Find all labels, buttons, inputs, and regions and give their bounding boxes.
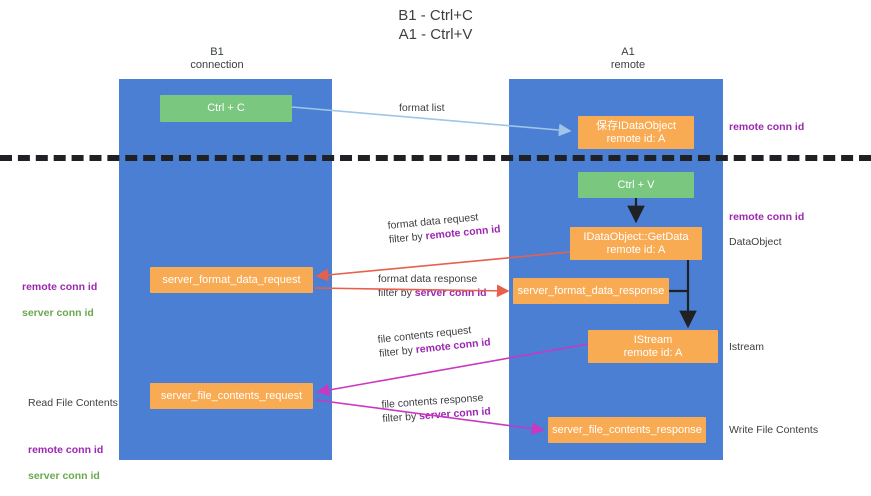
node-server-file-contents-request[interactable]: server_file_contents_request [150, 383, 313, 409]
annotation-read-file-contents: Read File Contents [28, 397, 118, 409]
edge-format-list [291, 106, 572, 137]
edge-file-contents-request [316, 343, 589, 397]
annotation-remote-conn-id-top: remote conn id [729, 121, 805, 133]
annotation-istream: Istream [729, 341, 765, 353]
column-header-b1: B1 connection [190, 46, 244, 71]
node-ctrl-c[interactable]: Ctrl + C [160, 95, 292, 122]
column-header-a1: A1 remote [610, 46, 646, 71]
edge-label-format-data-response-main: format data response [378, 273, 478, 285]
edge-label-format-list: format list [399, 101, 445, 115]
page-title: B1 - Ctrl+C A1 - Ctrl+V [398, 7, 473, 43]
annotation-left-conn-ids: remote conn id server conn id [22, 268, 97, 333]
node-idataobject-getdata[interactable]: IDataObject::GetData remote id: A [570, 227, 702, 260]
edge-label-format-list-text: format list [399, 102, 445, 114]
node-server-file-contents-response[interactable]: server_file_contents_response [548, 417, 706, 443]
annotation-left-server-conn-id-2: server conn id [28, 470, 100, 482]
node-server-format-data-request[interactable]: server_format_data_request [150, 267, 313, 293]
annotation-left-remote-conn-id: remote conn id [22, 281, 98, 293]
node-store-idataobject[interactable]: 保存IDataObject remote id: A [578, 116, 694, 149]
phase-divider [0, 155, 871, 161]
annotation-left-remote-conn-id-2: remote conn id [28, 444, 104, 456]
node-ctrl-v[interactable]: Ctrl + V [578, 172, 694, 198]
annotation-remote-conn-id-mid: remote conn id [729, 211, 805, 223]
edge-format-data-request [315, 251, 571, 282]
annotation-dataobject: DataObject [729, 236, 782, 248]
node-server-format-data-response[interactable]: server_format_data_response [513, 278, 669, 304]
annotation-write-file-contents: Write File Contents [729, 424, 819, 436]
diagram-canvas: B1 - Ctrl+C A1 - Ctrl+V B1 connection A1… [0, 7, 871, 482]
node-istream[interactable]: IStream remote id: A [588, 330, 718, 363]
connector-layer [291, 106, 697, 435]
annotation-left-server-conn-id: server conn id [22, 307, 94, 319]
edge-file-contents-response [315, 399, 545, 435]
edge-format-data-response [314, 284, 510, 298]
